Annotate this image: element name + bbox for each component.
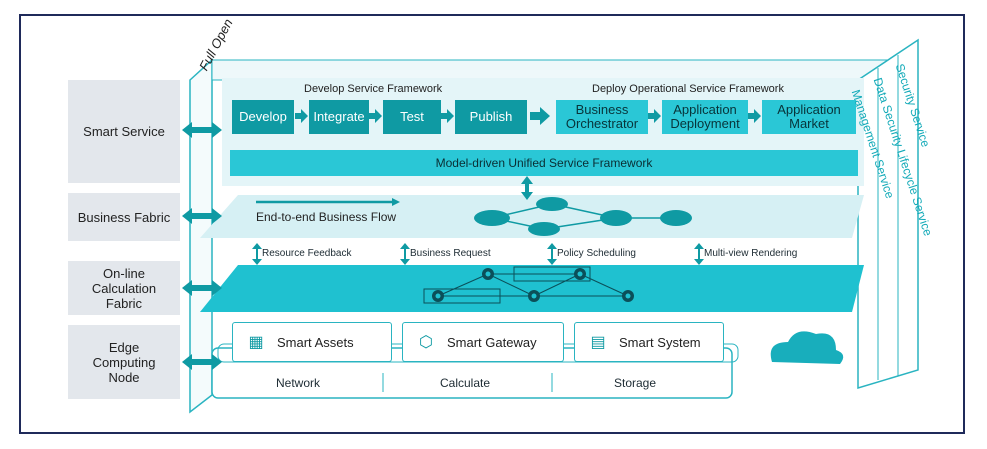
infra-network: Network	[276, 376, 321, 390]
unified-service-framework-bar: Model-driven Unified Service Framework	[230, 150, 858, 176]
policy-scheduling-label: Policy Scheduling	[557, 248, 636, 259]
multi-view-rendering-label: Multi-view Rendering	[704, 248, 798, 259]
step-business-orchestrator: Business Orchestrator	[556, 100, 648, 134]
layer-calculation-fabric: On-line Calculation Fabric	[68, 261, 180, 315]
device-smart-assets: ▦ Smart Assets	[232, 322, 392, 362]
step-test: Test	[383, 100, 441, 134]
device-smart-system: ▤ Smart System	[574, 322, 724, 362]
infra-storage: Storage	[614, 376, 657, 390]
step-application-deployment: Application Deployment	[662, 100, 748, 134]
device-label: Smart Gateway	[447, 334, 537, 350]
deploy-framework-title: Deploy Operational Service Framework	[592, 83, 784, 95]
business-request-label: Business Request	[410, 248, 491, 259]
device-label: Smart System	[619, 334, 701, 350]
business-flow-label: End-to-end Business Flow	[256, 210, 397, 224]
step-integrate: Integrate	[309, 100, 369, 134]
step-develop: Develop	[232, 100, 294, 134]
step-publish: Publish	[455, 100, 527, 134]
train-icon: ▦	[248, 334, 264, 351]
server-icon: ▤	[590, 334, 606, 351]
layer-smart-service: Smart Service	[68, 80, 180, 183]
device-smart-gateway: ⬡ Smart Gateway	[402, 322, 564, 362]
infra-calculate: Calculate	[440, 376, 491, 390]
gateway-icon: ⬡	[419, 334, 433, 351]
layer-business-fabric: Business Fabric	[68, 193, 180, 241]
resource-feedback-label: Resource Feedback	[262, 248, 352, 259]
develop-framework-title: Develop Service Framework	[304, 83, 443, 95]
step-application-market: Application Market	[762, 100, 856, 134]
device-label: Smart Assets	[277, 334, 354, 350]
layer-edge-computing-node: Edge Computing Node	[68, 325, 180, 399]
